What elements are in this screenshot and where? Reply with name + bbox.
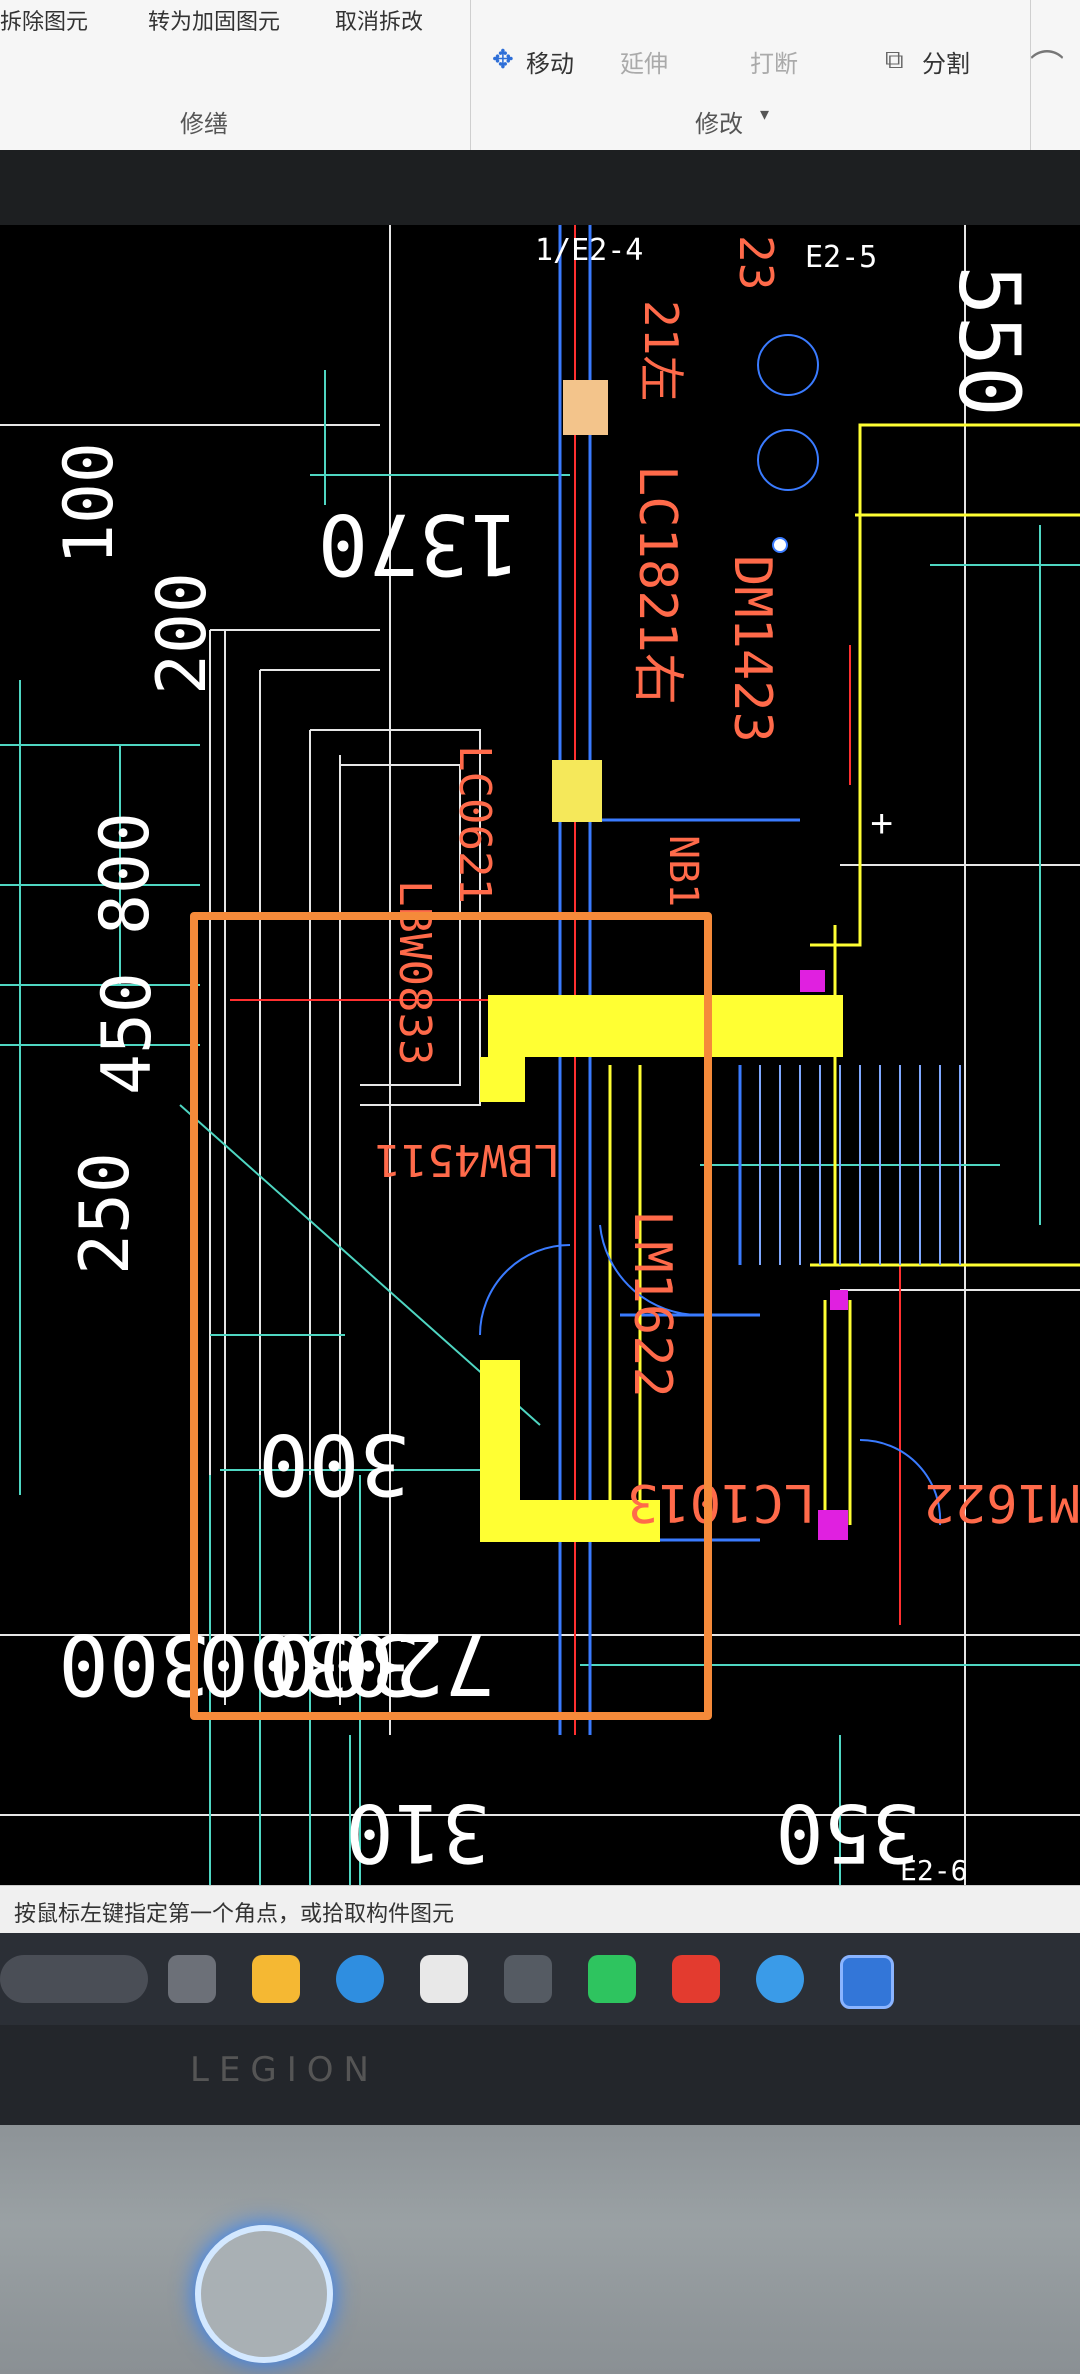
window-label: LC1821右 <box>627 465 687 705</box>
crosshair-cursor: + <box>870 802 893 846</box>
taskbar <box>0 1933 1080 2025</box>
dimension-text: 250 <box>66 1152 145 1275</box>
dimension-text: 720 <box>343 1615 495 1713</box>
dimension-text: 350 <box>776 1786 921 1879</box>
demolish-button[interactable]: 拆除图元 <box>0 9 89 34</box>
axis-label: E2-6 <box>900 1854 967 1885</box>
axis-lines <box>230 225 901 1735</box>
laptop-bezel <box>0 2025 1080 2125</box>
columns <box>800 970 848 1540</box>
modify-dropdown-icon[interactable]: ▾ <box>760 104 770 124</box>
dimension-text: 200 <box>143 572 222 695</box>
wall-label: LBW4511 <box>375 1134 560 1185</box>
app-icon[interactable] <box>0 1955 148 2003</box>
move-icon[interactable]: ✥ <box>492 44 514 74</box>
dimension-text: 450 <box>88 972 167 1095</box>
cad-drawing-canvas[interactable]: 1/E2-4 E2-5 E2-6 550 1370 100 200 800 45… <box>0 225 1080 1885</box>
repair-group-label: 修缮 <box>180 111 228 138</box>
cad-app-icon[interactable] <box>840 1955 894 2009</box>
wall-label: LBW0833 <box>389 880 440 1065</box>
repair-group: 拆除图元 转为加固图元 取消拆改 修缮 <box>0 0 471 150</box>
stair-lines <box>759 1065 961 1265</box>
floor-plan-drawing: 1/E2-4 E2-5 E2-6 550 1370 100 200 800 45… <box>0 225 1080 1885</box>
wechat-icon[interactable] <box>588 1955 636 2003</box>
dimension-text: 1370 <box>318 495 520 593</box>
reinforce-button[interactable]: 转为加固图元 <box>148 9 281 34</box>
task-view-icon[interactable] <box>168 1955 216 2003</box>
door-label: LM1622 <box>622 1210 682 1398</box>
wps-icon[interactable] <box>672 1955 720 2003</box>
door-label: M1622 <box>923 1472 1080 1532</box>
app-switch-icon[interactable] <box>504 1955 552 2003</box>
dimension-text: 300 <box>268 1615 420 1713</box>
laptop-brand: LEGION <box>190 2050 379 2090</box>
store-icon[interactable] <box>420 1955 468 2003</box>
dimension-text: 100 <box>50 442 129 565</box>
dimension-text: 300 <box>198 1615 350 1713</box>
status-bar: 按鼠标左键指定第一个角点，或拾取构件图元 <box>0 1885 1080 1934</box>
move-button[interactable]: 移动 <box>526 51 574 78</box>
dimension-text: 550 <box>940 265 1038 417</box>
command-prompt: 按鼠标左键指定第一个角点，或拾取构件图元 <box>14 1901 455 1926</box>
room-label: 23 <box>729 235 783 290</box>
dimension-text: 300 <box>258 1415 410 1513</box>
window-lines <box>558 225 800 1735</box>
cad-annotations: 1/E2-4 E2-5 E2-6 550 1370 100 200 800 45… <box>50 233 1080 1885</box>
equipment-label: NB1 <box>660 835 706 907</box>
split-icon[interactable]: ⧉ <box>885 44 904 74</box>
axis-label: E2-5 <box>805 240 877 275</box>
break-button[interactable]: 打断 <box>750 51 798 78</box>
dimension-text: 310 <box>346 1786 491 1879</box>
power-button-icon[interactable] <box>195 2225 333 2363</box>
window-label: LC1013 <box>627 1472 815 1532</box>
door-arcs <box>479 334 942 1526</box>
room-label: 21左 <box>634 300 688 401</box>
modify-group: ✥ 移动 延伸 打断 ⧉ 分割 修改 ▾ <box>470 0 1031 150</box>
outline-lines <box>608 423 1080 1535</box>
window-label: LC0621 <box>449 745 500 904</box>
dimension-text: 800 <box>86 812 165 935</box>
highlight-walls <box>480 380 843 1542</box>
edge-ai-icon[interactable] <box>756 1955 804 2003</box>
door-label: DM1423 <box>722 555 782 743</box>
modify-group-label: 修改 <box>695 111 743 138</box>
split-button[interactable]: 分割 <box>922 51 970 78</box>
dimension-text: 300 <box>58 1615 210 1713</box>
edge-icon[interactable] <box>336 1955 384 2003</box>
ribbon-toolbar: 拆除图元 转为加固图元 取消拆改 修缮 ✥ 移动 延伸 打断 ⧉ 分割 修改 ▾… <box>0 0 1080 150</box>
arc-icon[interactable]: ⌒ <box>1030 49 1064 87</box>
axis-label: 1/E2-4 <box>535 233 643 268</box>
extend-button[interactable]: 延伸 <box>620 51 668 78</box>
laptop-deck <box>0 2125 1080 2374</box>
cancel-demolish-button[interactable]: 取消拆改 <box>335 9 424 34</box>
file-explorer-icon[interactable] <box>252 1955 300 2003</box>
selection-highlight-box <box>190 912 712 1720</box>
